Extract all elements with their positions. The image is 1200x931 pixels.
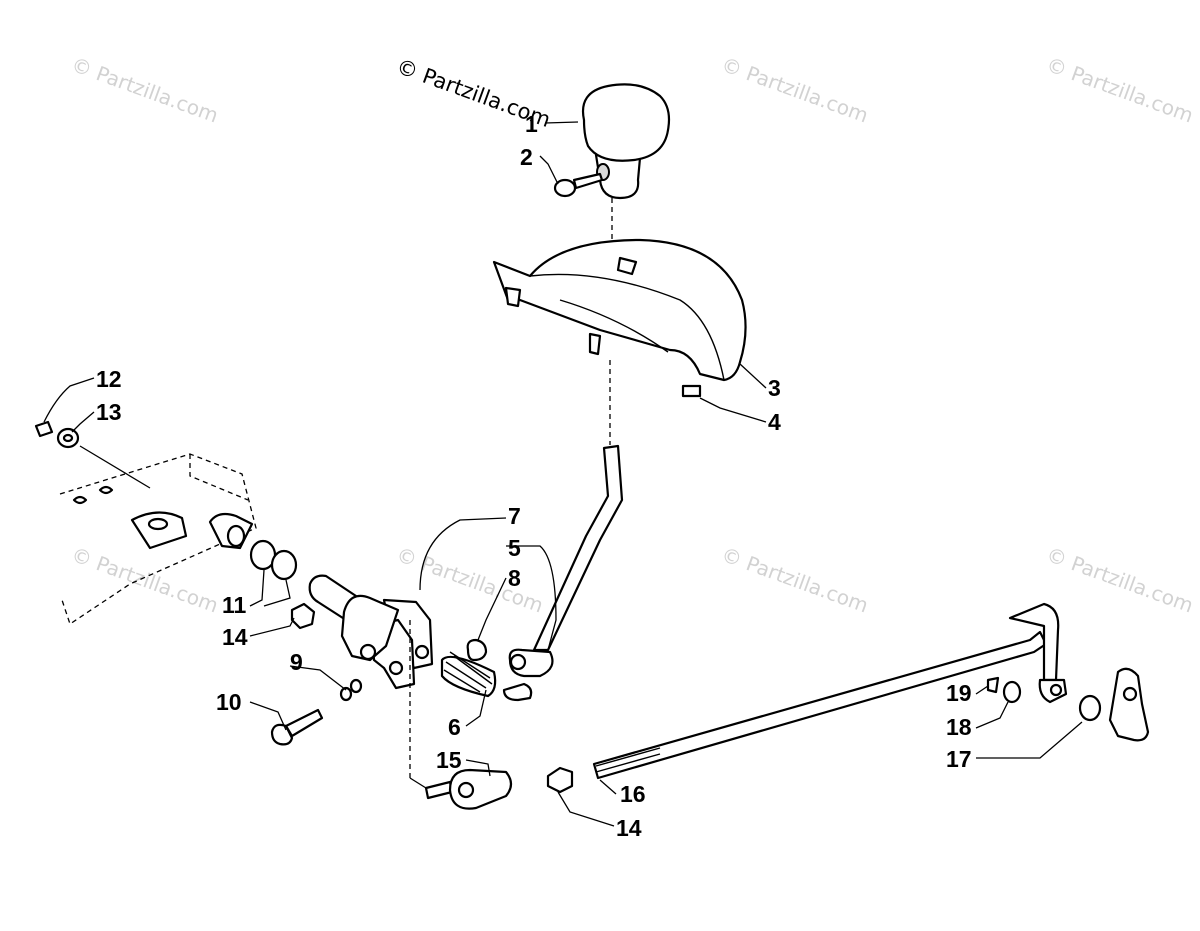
callout-2: 2	[520, 144, 533, 170]
callouts: 1 2 3 4 5 6 7 8 9 10 11 12 13 14 14 15 1…	[96, 111, 972, 841]
callout-15: 15	[436, 747, 462, 773]
washer-18	[1002, 680, 1022, 704]
callout-14-right: 14	[616, 815, 642, 841]
callout-6: 6	[448, 714, 461, 740]
callout-19: 19	[946, 680, 972, 706]
callout-12: 12	[96, 366, 122, 392]
callout-9: 9	[290, 649, 303, 675]
shift-lever	[502, 444, 624, 702]
bushing	[466, 638, 488, 662]
watermark-7: © Partzilla.com	[1043, 542, 1196, 617]
callout-5: 5	[508, 535, 521, 561]
watermark-6: © Partzilla.com	[718, 542, 871, 617]
callout-10: 10	[216, 689, 242, 715]
clip-19	[986, 676, 1000, 694]
frame-outline	[59, 453, 257, 626]
callout-13: 13	[96, 399, 122, 425]
shift-cover	[492, 238, 747, 382]
callout-4: 4	[768, 409, 781, 435]
callout-3: 3	[768, 375, 781, 401]
leader-lines	[43, 121, 1083, 827]
washer-9b	[349, 678, 363, 694]
callout-18: 18	[946, 714, 972, 740]
callout-11: 11	[222, 592, 247, 618]
leader-13-frame	[79, 445, 151, 489]
watermark-1: © Partzilla.com	[68, 52, 221, 127]
nut-left	[290, 602, 316, 630]
rod-end	[424, 768, 513, 810]
callout-7: 7	[508, 503, 521, 529]
shift-rod	[592, 602, 1068, 780]
callout-17: 17	[946, 746, 972, 772]
callout-1: 1	[525, 111, 538, 137]
return-spring	[440, 651, 497, 698]
washer-9a	[339, 686, 353, 702]
nut-right	[546, 766, 574, 794]
transmission-shift-arm	[1108, 667, 1150, 742]
cover-clip	[681, 384, 702, 398]
pivot-bolt	[270, 708, 324, 746]
callout-14-left: 14	[222, 624, 248, 650]
screw-12	[34, 420, 54, 438]
pivot-shaft	[308, 574, 400, 662]
callout-8: 8	[508, 565, 521, 591]
shift-knob	[581, 83, 671, 200]
washer-13-hole	[62, 433, 74, 443]
watermark-3: © Partzilla.com	[1043, 52, 1196, 127]
watermark-2: © Partzilla.com	[718, 52, 871, 127]
retaining-pin	[553, 172, 604, 198]
o-ring-b	[270, 549, 298, 581]
callout-16: 16	[620, 781, 646, 807]
washer-17	[1078, 694, 1102, 722]
